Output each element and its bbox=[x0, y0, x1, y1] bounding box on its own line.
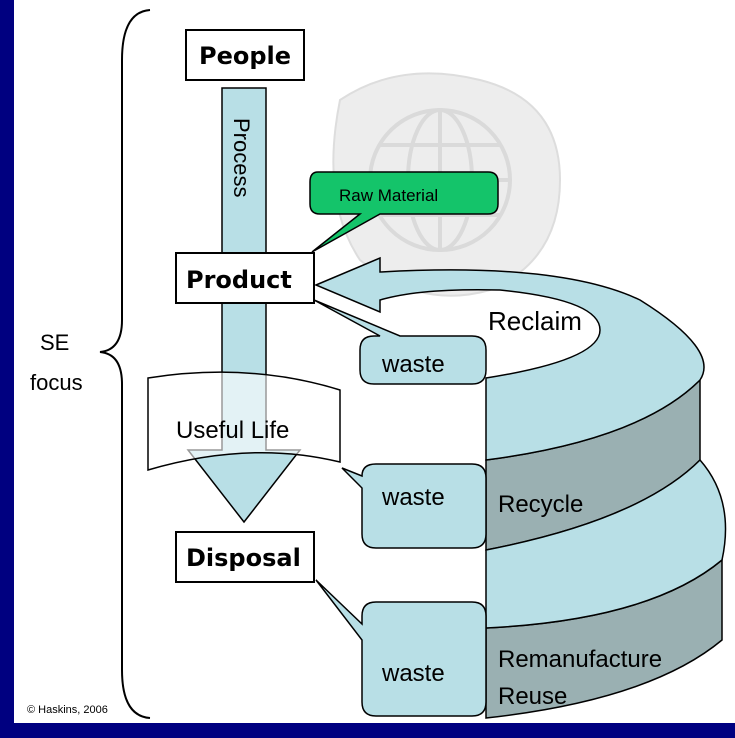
se-focus-label-line1: SE bbox=[40, 330, 69, 355]
raw-material-callout bbox=[309, 171, 499, 253]
reuse-label: Reuse bbox=[498, 683, 567, 710]
product-label: Product bbox=[186, 266, 292, 294]
raw-material-label: Raw Material bbox=[339, 186, 438, 205]
copyright-text: © Haskins, 2006 bbox=[27, 704, 108, 716]
waste-callout-1 bbox=[313, 299, 487, 385]
reclaim-label: Reclaim bbox=[488, 306, 582, 336]
waste-callout-3 bbox=[315, 579, 487, 717]
disposal-label: Disposal bbox=[186, 544, 301, 572]
disposal-box bbox=[175, 531, 315, 583]
product-box bbox=[175, 252, 315, 304]
process-label: Process bbox=[229, 118, 254, 197]
waste-callout-2 bbox=[341, 463, 487, 549]
people-label: People bbox=[199, 42, 291, 70]
se-focus-brace bbox=[99, 9, 151, 719]
useful-life-banner bbox=[147, 371, 341, 472]
people-box bbox=[185, 29, 305, 81]
useful-life-label: Useful Life bbox=[176, 417, 289, 444]
se-focus-label-line2: focus bbox=[30, 370, 83, 395]
waste-label-1: waste bbox=[381, 351, 445, 378]
remanufacture-label: Remanufacture bbox=[498, 646, 662, 673]
recycle-label: Recycle bbox=[498, 491, 583, 518]
waste-label-3: waste bbox=[381, 660, 445, 687]
waste-label-2: waste bbox=[381, 484, 445, 511]
reclaim-loop bbox=[314, 256, 705, 461]
recycle-loop bbox=[485, 458, 727, 629]
